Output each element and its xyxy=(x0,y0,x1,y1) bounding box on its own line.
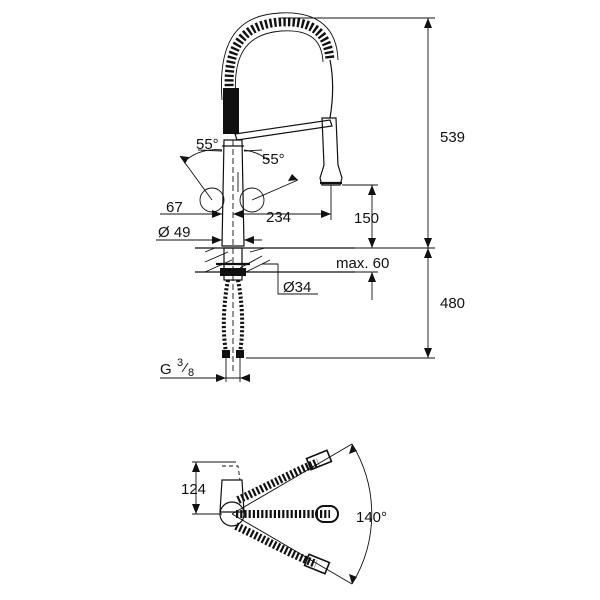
dim-480-arrow-bot xyxy=(424,348,432,358)
spring-column xyxy=(223,88,239,134)
dim-150-label: 150 xyxy=(354,210,379,227)
dim-480-label: 480 xyxy=(440,295,465,312)
side-view: 539 480 150 234 67 Ø 49 max. 60 xyxy=(156,12,465,382)
dim-480-arrow-top xyxy=(424,248,432,258)
dim-49-arrow xyxy=(212,236,222,244)
dim-g-den: 8 xyxy=(188,367,194,379)
dim-49-arrow-right xyxy=(244,236,254,244)
dim-234-arrow-right xyxy=(321,210,331,218)
lever-ray-right xyxy=(251,179,299,201)
swivel-arrow-top xyxy=(349,444,357,454)
angle-arc-right xyxy=(243,149,269,161)
dim-150-arrow-bot xyxy=(368,238,376,248)
dim-g-fraction-bar xyxy=(181,362,189,373)
dim-60-label: max. 60 xyxy=(336,255,389,272)
angle-arc-left xyxy=(185,149,223,161)
dim-67-label: 67 xyxy=(166,199,183,216)
hose-down xyxy=(329,59,334,119)
angle-arrow-left xyxy=(180,156,189,164)
dim-234-arrow-left xyxy=(233,210,243,218)
spring-coil xyxy=(224,17,335,101)
supply-hose-right xyxy=(236,279,245,353)
lever-center-left xyxy=(197,149,223,152)
dim-34-label: Ø34 xyxy=(283,279,311,296)
swivel-ray-top xyxy=(231,443,353,515)
top-head-middle xyxy=(315,505,339,523)
top-dashed-outline xyxy=(222,465,241,481)
angle-right-label: 55° xyxy=(262,151,285,168)
spout-arm xyxy=(234,119,333,141)
dim-234-label: 234 xyxy=(266,209,291,226)
dim-34-leader xyxy=(262,263,318,295)
swivel-label: 140° xyxy=(356,509,387,526)
dim-g-arrow-left xyxy=(216,374,226,382)
supply-end-left xyxy=(222,350,230,358)
supply-end-right xyxy=(236,350,244,358)
top-spout-lower xyxy=(234,522,318,568)
faucet-body xyxy=(221,139,245,247)
dim-539-arrow-top xyxy=(424,18,432,28)
dim-539-label: 539 xyxy=(440,129,465,146)
swivel-ray-bot xyxy=(231,513,353,585)
dim-124-arrow-bot xyxy=(192,504,200,514)
spring-inner-edge xyxy=(234,30,324,101)
dim-539-arrow-bot xyxy=(424,238,432,248)
top-base-body xyxy=(219,479,245,513)
lever-circle-right xyxy=(239,187,265,213)
deck-hatch xyxy=(204,247,271,273)
spring-outer-edge xyxy=(220,12,339,101)
dim-49-label: Ø 49 xyxy=(158,224,191,241)
spray-head xyxy=(319,117,343,186)
supply-hose-left xyxy=(221,279,230,353)
angle-left-label: 55° xyxy=(196,136,219,153)
swivel-arc xyxy=(351,443,373,585)
swivel-arrow-bot xyxy=(349,574,357,584)
top-view: 124 140° xyxy=(181,443,387,585)
dim-124-label: 124 xyxy=(181,481,206,498)
dim-67-arrow xyxy=(212,210,222,218)
dim-150-arrow-top xyxy=(368,185,376,195)
dim-124-arrow-top xyxy=(192,462,200,472)
top-spout-upper xyxy=(236,458,320,504)
dim-60-arrow xyxy=(368,272,376,282)
dim-g-label: G xyxy=(160,361,172,378)
top-head-upper xyxy=(305,449,333,471)
dim-g-arrow-right xyxy=(240,374,250,382)
angle-arrow-right xyxy=(288,174,298,181)
top-head-lower xyxy=(303,553,331,575)
dim-g-num: 3 xyxy=(177,357,183,369)
